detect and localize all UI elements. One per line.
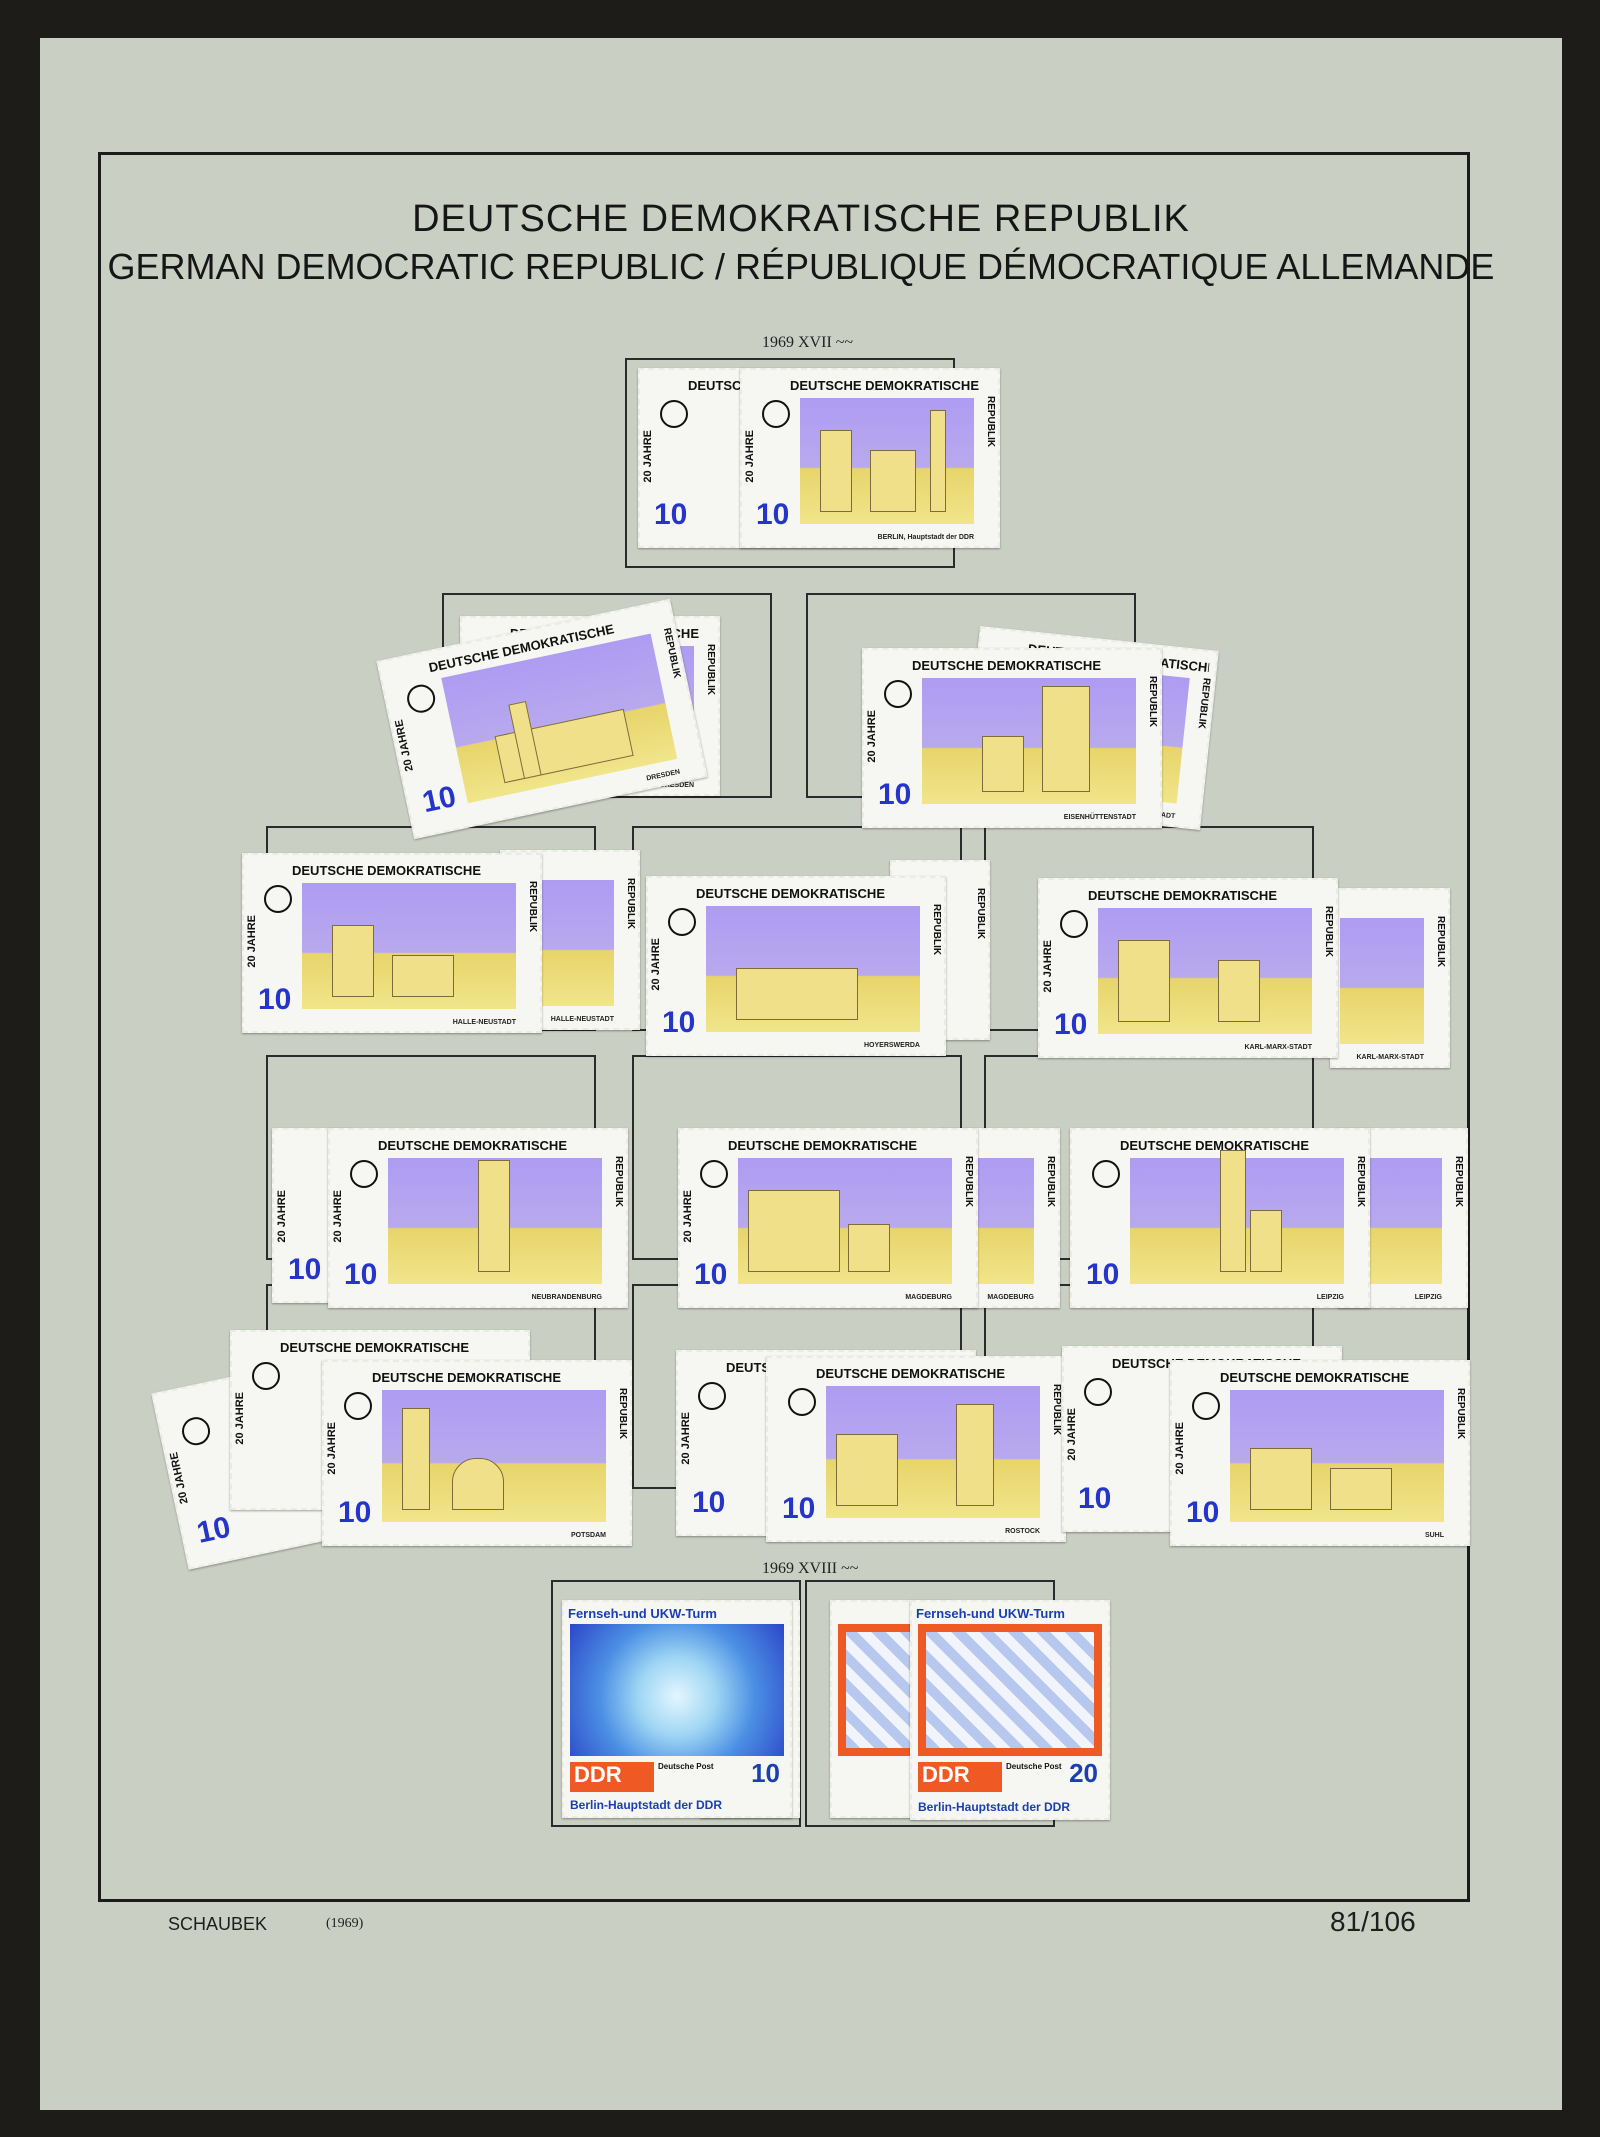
stamp-suhl: DEUTSCHE DEMOKRATISCHE REPUBLIK 20 JAHRE… [1170, 1360, 1470, 1546]
stamp-berlin: DEUTSCHE DEMOKRATISCHE REPUBLIK 20 JAHRE… [740, 368, 1000, 548]
stamp-tv-tower-20: Fernseh-und UKW-Turm DDR Deutsche Post 2… [910, 1600, 1110, 1820]
album-page: DEUTSCHE DEMOKRATISCHE REPUBLIK GERMAN D… [40, 38, 1562, 2110]
page-frame [98, 152, 1470, 1902]
stamp-halle-neustadt: DEUTSCHE DEMOKRATISCHE REPUBLIK 20 JAHRE… [242, 853, 542, 1033]
stamp-neubrandenburg: DEUTSCHE DEMOKRATISCHE REPUBLIK 20 JAHRE… [328, 1128, 628, 1308]
city-scene-image [738, 1158, 952, 1284]
stamp-karl-marx-stadt: DEUTSCHE DEMOKRATISCHE REPUBLIK 20 JAHRE… [1038, 878, 1338, 1058]
section-label-xviii: 1969 XVIII ~~ [762, 1560, 859, 1577]
footer-year: (1969) [326, 1916, 364, 1931]
city-scene-image [388, 1158, 602, 1284]
ddr-emblem-icon [1084, 1378, 1112, 1406]
ddr-emblem-icon [252, 1362, 280, 1390]
ddr-emblem-icon [700, 1160, 728, 1188]
stamp-magdeburg: DEUTSCHE DEMOKRATISCHE REPUBLIK 20 JAHRE… [678, 1128, 978, 1308]
ddr-emblem-icon [179, 1414, 213, 1448]
city-scene-image [1340, 918, 1424, 1044]
city-scene-image [1130, 1150, 1344, 1284]
footer-publisher: SCHAUBEK [168, 1914, 268, 1934]
city-scene-image [1098, 908, 1312, 1034]
ddr-emblem-icon [350, 1160, 378, 1188]
ddr-emblem-icon [788, 1388, 816, 1416]
stamp-leipzig: DEUTSCHE DEMOKRATISCHE REPUBLIK 10 LEIPZ… [1070, 1128, 1370, 1308]
ddr-emblem-icon [668, 908, 696, 936]
city-scene-image [382, 1390, 606, 1522]
ddr-emblem-icon [884, 680, 912, 708]
stamp-tv-tower-10: Fernseh-und UKW-Turm DDR Deutsche Post 1… [562, 1600, 792, 1818]
ddr-emblem-icon [264, 885, 292, 913]
city-scene-image [826, 1386, 1040, 1518]
ddr-emblem-icon [660, 400, 688, 428]
stamp-rostock: DEUTSCHE DEMOKRATISCHE REPUBLIK 10 ROSTO… [766, 1356, 1066, 1542]
stamp-potsdam: DEUTSCHE DEMOKRATISCHE REPUBLIK 20 JAHRE… [322, 1360, 632, 1546]
ddr-emblem-icon [344, 1392, 372, 1420]
stamp-duplicate: REPUBLIK KARL-MARX-STADT [1330, 888, 1450, 1068]
mount-box [551, 1580, 801, 1827]
section-label-xvii: 1969 XVII ~~ [762, 334, 854, 351]
ddr-emblem-icon [1092, 1160, 1120, 1188]
city-scene-image [1230, 1390, 1444, 1522]
footer-page-number: 81/106 [1330, 1906, 1416, 1937]
ddr-emblem-icon [1192, 1392, 1220, 1420]
stamp-hoyerswerda: DEUTSCHE DEMOKRATISCHE REPUBLIK 20 JAHRE… [646, 876, 946, 1056]
page-title-english-french: GERMAN DEMOCRATIC REPUBLIC / RÉPUBLIQUE … [107, 246, 1495, 287]
ddr-emblem-icon [1060, 910, 1088, 938]
ddr-emblem-icon [404, 682, 438, 716]
city-scene-image [800, 398, 974, 524]
stamp-eisenhuettenstadt: DEUTSCHE DEMOKRATISCHE REPUBLIK 20 JAHRE… [862, 648, 1162, 828]
ddr-emblem-icon [698, 1382, 726, 1410]
tv-tower-image [918, 1624, 1102, 1756]
city-scene-image [302, 883, 516, 1009]
ddr-emblem-icon [762, 400, 790, 428]
city-scene-image [706, 906, 920, 1032]
city-scene-image [922, 678, 1136, 804]
tv-tower-image [570, 1624, 784, 1756]
page-title-german: DEUTSCHE DEMOKRATISCHE REPUBLIK [412, 198, 1190, 240]
